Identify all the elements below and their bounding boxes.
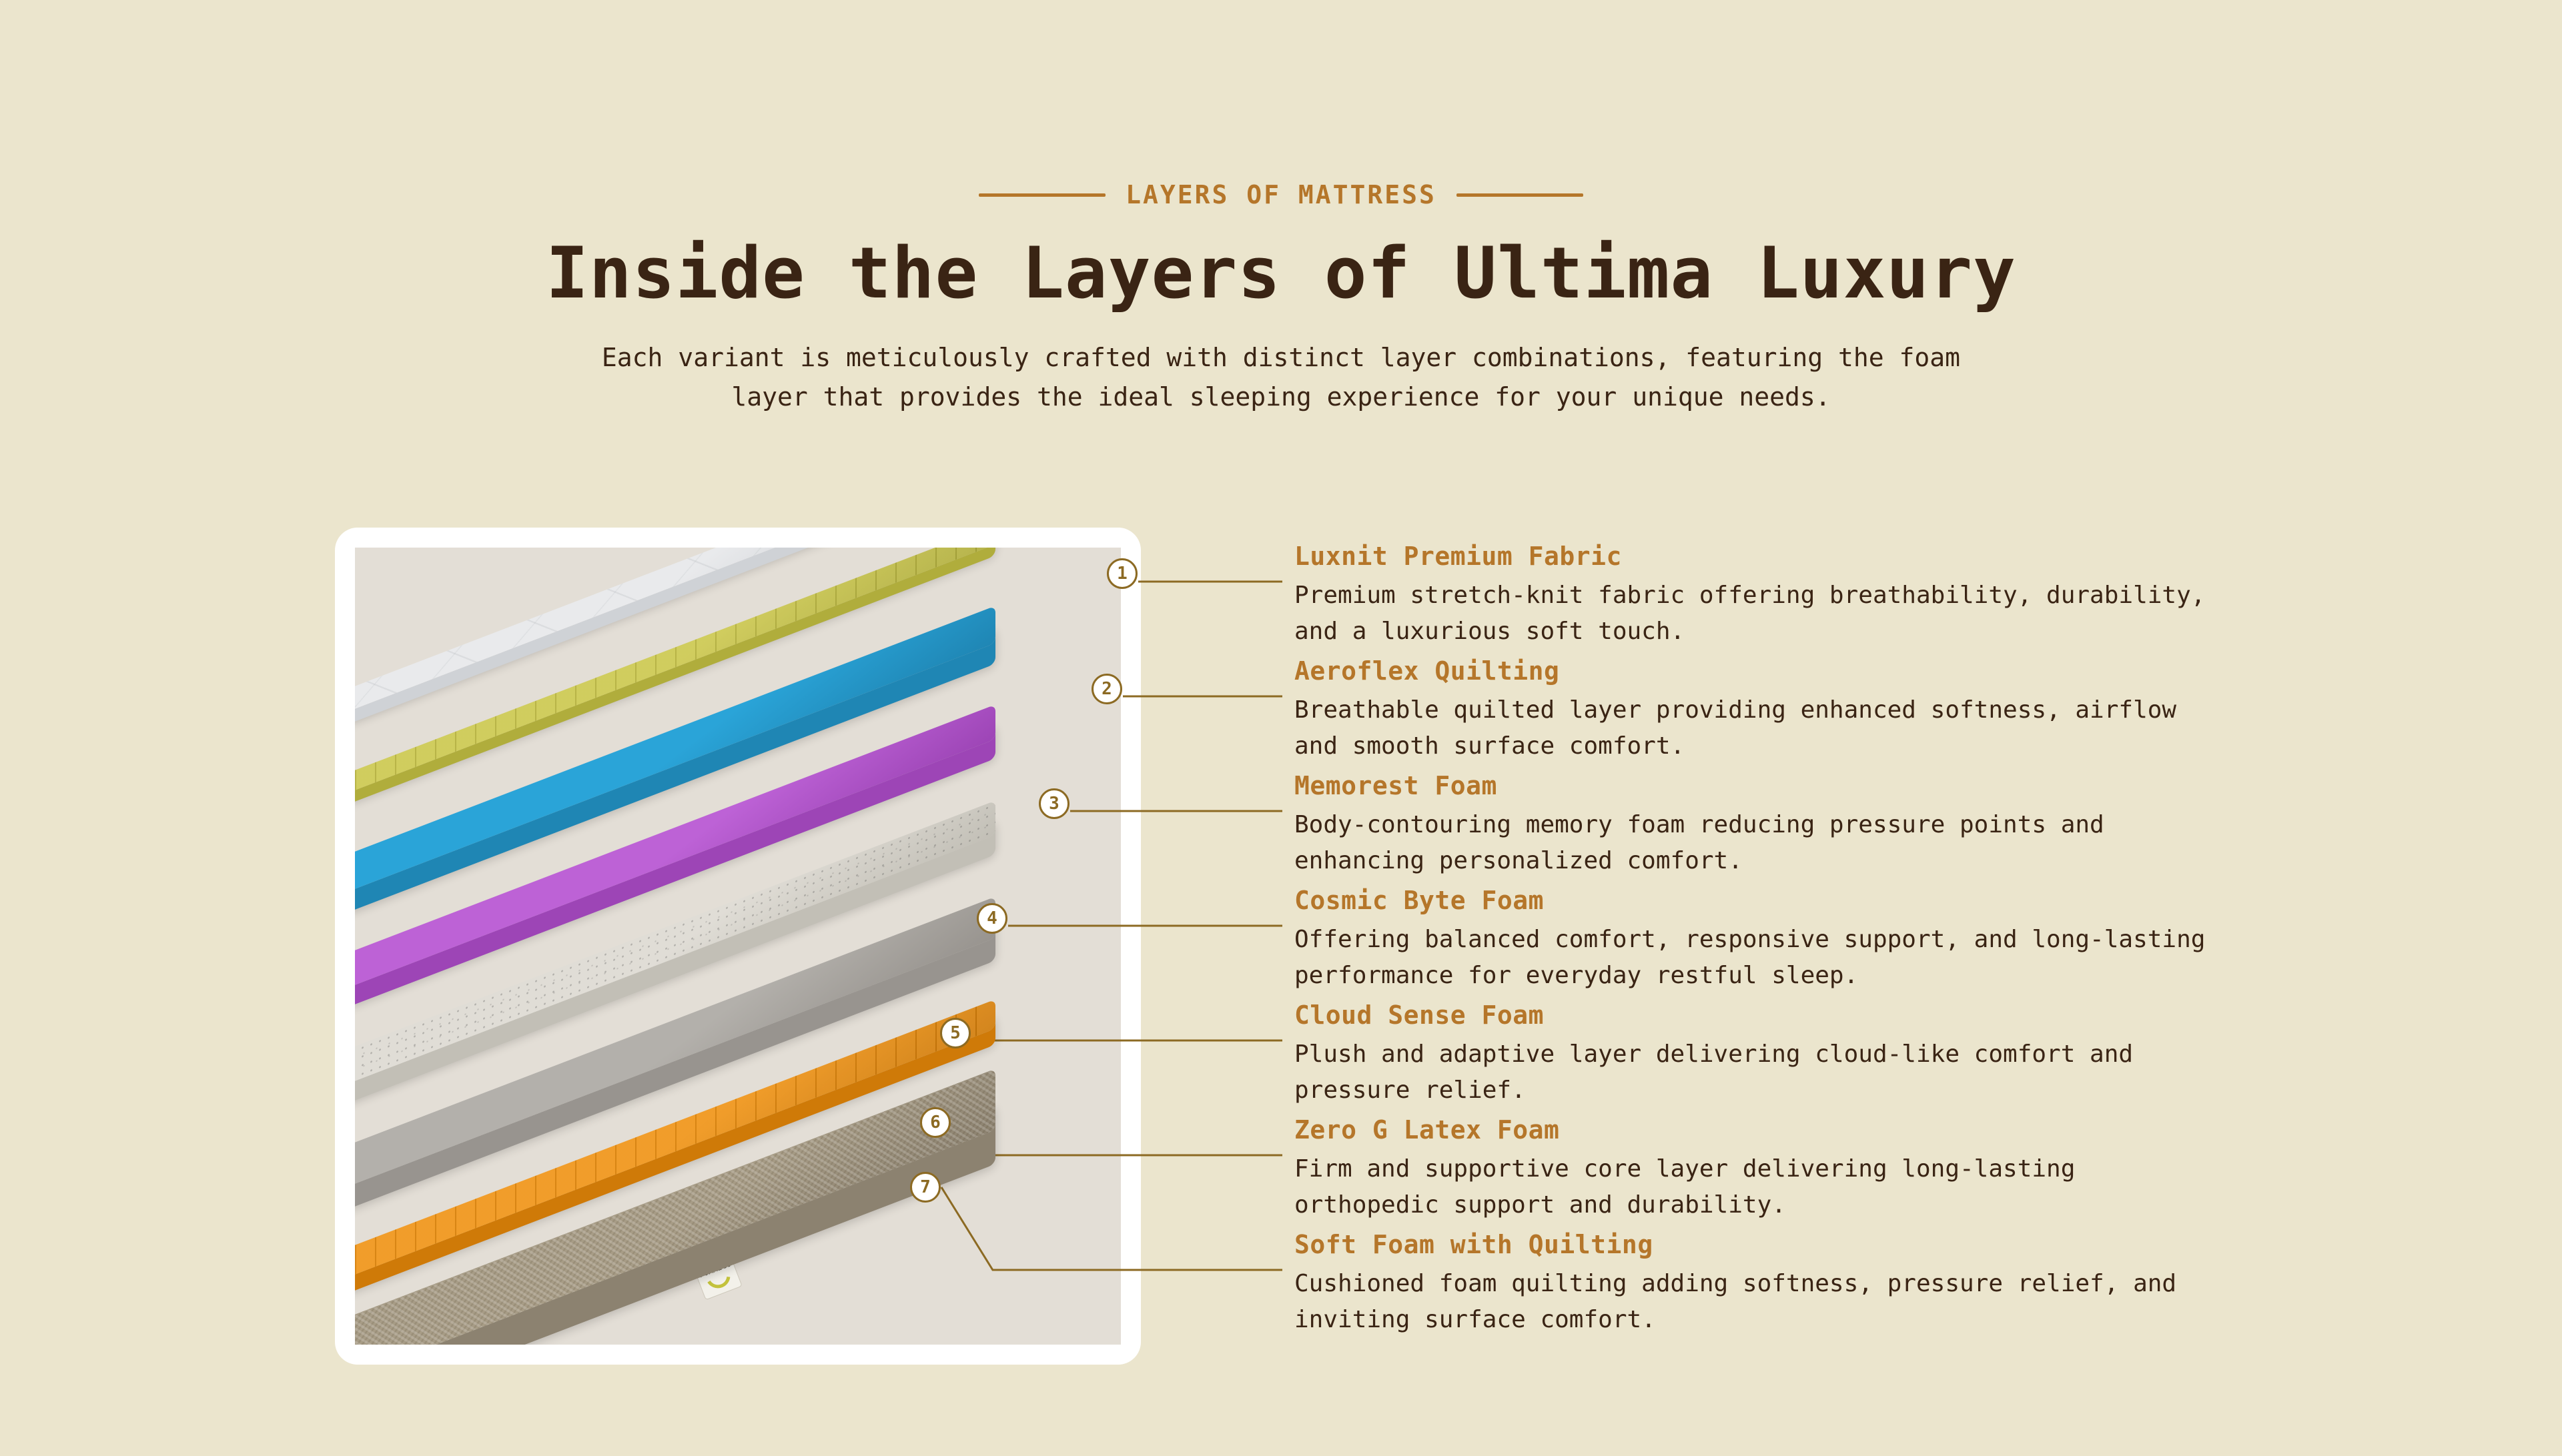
- layer-title-5: Cloud Sense Foam: [1294, 1000, 1545, 1030]
- eyebrow-rule-left: [979, 193, 1106, 197]
- layer-title-6: Zero G Latex Foam: [1294, 1115, 1560, 1145]
- mattress-image: FOAMICO: [355, 548, 1121, 1345]
- layer-description-3: Body-contouring memory foam reducing pre…: [1294, 810, 2104, 874]
- page-subtitle: Each variant is meticulously crafted wit…: [601, 343, 1961, 412]
- layer-title-7: Soft Foam with Quilting: [1294, 1230, 1653, 1259]
- layer-marker-5[interactable]: 5: [940, 1018, 971, 1048]
- layer-description-1: Premium stretch-knit fabric offering bre…: [1294, 581, 2206, 645]
- mattress-image-card: FOAMICO: [335, 528, 1141, 1365]
- brand-tag-icon: FOAMICO: [687, 1237, 742, 1300]
- layer-description-6: Firm and supportive core layer deliverin…: [1294, 1155, 2076, 1219]
- layer-description-4: Offering balanced comfort, responsive su…: [1294, 925, 2206, 989]
- layer-description-7: Cushioned foam quilting adding softness,…: [1294, 1269, 2177, 1333]
- eyebrow-label: LAYERS OF MATTRESS: [1126, 180, 1436, 209]
- layer-marker-4[interactable]: 4: [977, 903, 1007, 934]
- eyebrow-rule-right: [1456, 193, 1583, 197]
- eyebrow-row: LAYERS OF MATTRESS: [0, 180, 2562, 209]
- layer-title-1: Luxnit Premium Fabric: [1294, 542, 1622, 571]
- layer-description-5: Plush and adaptive layer delivering clou…: [1294, 1040, 2134, 1104]
- layer-description-2: Breathable quilted layer providing enhan…: [1294, 696, 2177, 760]
- layer-marker-1[interactable]: 1: [1107, 558, 1138, 589]
- layer-title-3: Memorest Foam: [1294, 771, 1497, 800]
- layer-marker-2[interactable]: 2: [1092, 674, 1122, 704]
- page-header: LAYERS OF MATTRESS Inside the Layers of …: [0, 0, 2562, 417]
- layer-title-4: Cosmic Byte Foam: [1294, 886, 1545, 915]
- page-title: Inside the Layers of Ultima Luxury: [546, 232, 2016, 314]
- layer-marker-7[interactable]: 7: [910, 1172, 941, 1203]
- layer-marker-6[interactable]: 6: [920, 1107, 951, 1138]
- layer-marker-3[interactable]: 3: [1039, 788, 1070, 819]
- layer-title-2: Aeroflex Quilting: [1294, 656, 1560, 686]
